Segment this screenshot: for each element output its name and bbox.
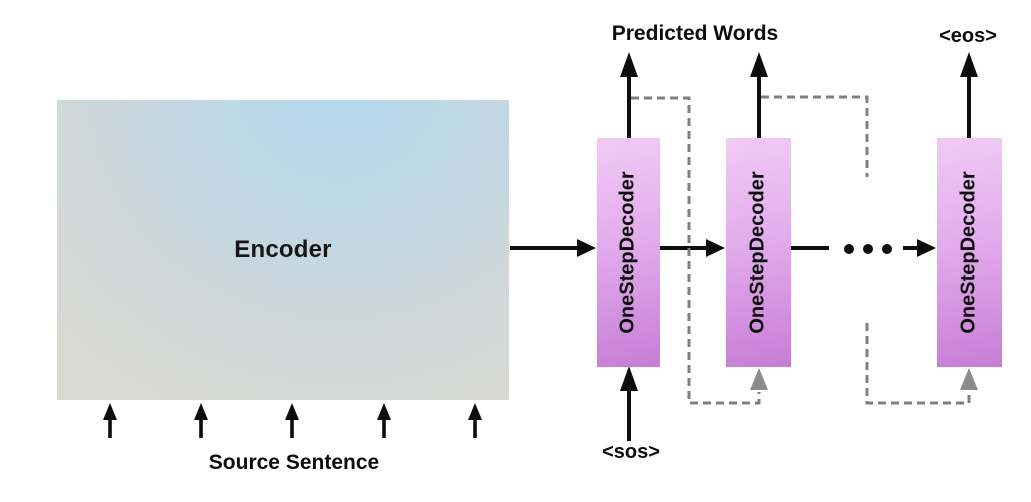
- feedback-arrowhead-2-icon: [960, 368, 978, 390]
- encoder-block: Encoder: [57, 100, 509, 400]
- sos-token-label: <sos>: [602, 441, 660, 463]
- source-input-arrow-icon: [194, 403, 208, 438]
- encoder-label: Encoder: [234, 236, 332, 263]
- decoder1-to-decoder2-arrow-icon: [660, 239, 725, 257]
- decoder3-output-arrow-icon: [960, 52, 978, 138]
- decoder-3-label: OneStepDecoder: [958, 171, 981, 334]
- predicted-words-label: Predicted Words: [611, 22, 779, 45]
- decoder-1-label: OneStepDecoder: [617, 171, 640, 334]
- decoder-block-1: OneStepDecoder: [597, 138, 660, 367]
- decoder2-output-line: [791, 246, 829, 250]
- decoder2-output-arrow-icon: [750, 52, 768, 138]
- encoder-to-decoder1-arrow-icon: [510, 239, 596, 257]
- decoder-block-2: OneStepDecoder: [726, 138, 791, 367]
- source-sentence-label: Source Sentence: [208, 451, 380, 474]
- source-input-arrow-icon: [468, 403, 482, 438]
- source-input-arrows: [103, 403, 482, 438]
- ellipsis-to-decoder3-arrow-icon: [903, 239, 936, 257]
- feedback-arrowhead-1-icon: [750, 368, 768, 390]
- ellipsis-dots: [844, 244, 892, 254]
- eos-token-label: <eos>: [939, 25, 997, 47]
- source-input-arrow-icon: [285, 403, 299, 438]
- decoder1-output-arrow-icon: [620, 52, 638, 138]
- source-input-arrow-icon: [103, 403, 117, 438]
- sos-input-arrow-icon: [620, 366, 638, 441]
- decoder-block-3: OneStepDecoder: [937, 138, 1002, 367]
- decoder-2-label: OneStepDecoder: [747, 171, 770, 334]
- source-input-arrow-icon: [377, 403, 391, 438]
